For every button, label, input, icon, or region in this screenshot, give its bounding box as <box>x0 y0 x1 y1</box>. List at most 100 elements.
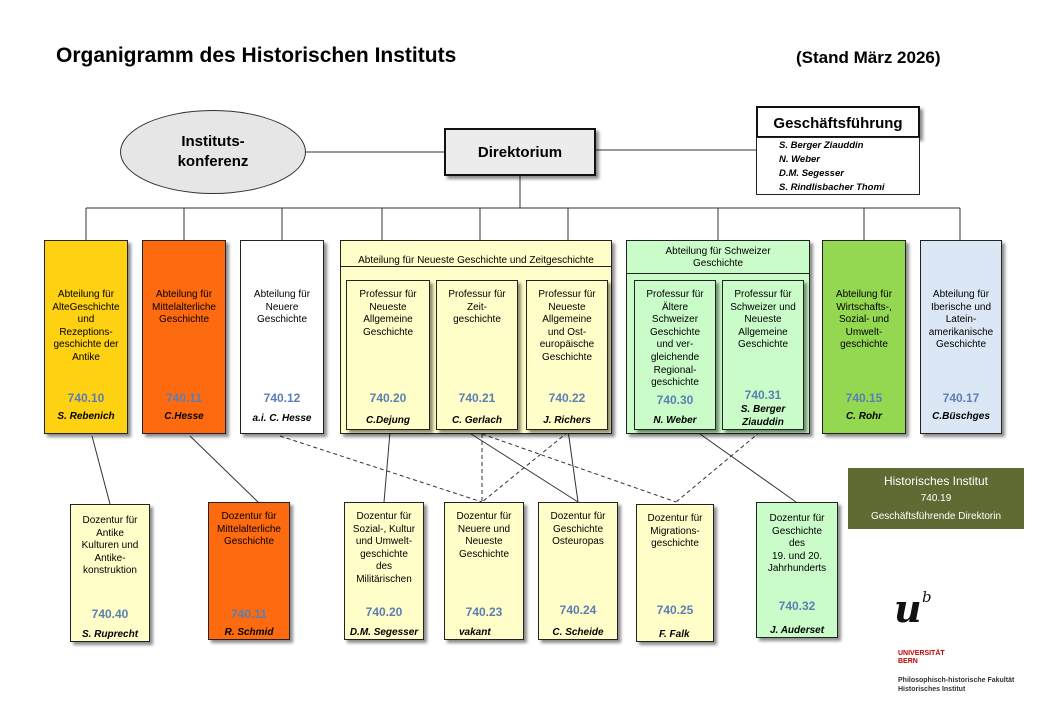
unit-person: C.Hesse <box>164 411 204 422</box>
unit-code: 740.15 <box>845 391 883 405</box>
dozentur-person: D.M. Segesser <box>349 627 419 638</box>
hi-role: Geschäftsführende Direktorin <box>870 511 1002 522</box>
gf-member: D.M. Segesser <box>779 168 844 179</box>
direktorium-box: Direktorium <box>444 128 596 176</box>
geschaeftsfuehrung-title: Geschäftsführung <box>773 115 903 132</box>
link-1020-1020 <box>383 431 391 503</box>
gf-member: N. Weber <box>779 154 821 165</box>
unit-person: S. Rebenich <box>57 411 115 422</box>
dozentur-code: 740.25 <box>656 603 694 617</box>
link-1021-1024 <box>467 431 579 503</box>
unit-code: 740.20 <box>369 391 407 405</box>
unit-person: C.Büschges <box>932 411 990 422</box>
dozentur-code: 740.11 <box>230 607 268 621</box>
unibe-logo-mark: u <box>894 586 922 631</box>
geschaeftsfuehrung-title-box: Geschäftsführung <box>756 106 920 138</box>
unit-person: a.i. C. Hesse <box>252 413 312 424</box>
unibe-logo-superscript: b <box>922 588 932 606</box>
institutskonferenz-line1: Instituts- <box>181 133 245 150</box>
institutskonferenz-line2: konferenz <box>177 153 249 170</box>
unit-code: 740.17 <box>942 391 980 405</box>
gf-member: S. Rindlisbacher Thomi <box>779 182 885 193</box>
link-1022-1024 <box>567 429 579 503</box>
historisches-institut-box: Historisches Institut 740.19 Geschäftsfü… <box>848 468 1024 529</box>
hi-code: 740.19 <box>920 493 952 504</box>
dozentur-person: vakant <box>459 627 491 638</box>
group-neueste-header-rule <box>340 266 612 267</box>
dash-1012-1023 <box>279 435 483 503</box>
dozentur-person: S. Ruprecht <box>81 629 139 640</box>
link-1030-1032 <box>699 433 797 503</box>
unit-person: C. Rohr <box>845 411 883 422</box>
page-title: Organigramm des Historischen Instituts <box>56 44 457 67</box>
unit-person: N. Weber <box>653 415 697 426</box>
stand-date: (Stand März 2026) <box>796 48 941 67</box>
group-neueste-label: Abteilung für Neueste Geschichte und Zei… <box>358 255 594 266</box>
dash-1022-1023 <box>481 431 569 503</box>
dozentur-person: J. Auderset <box>769 625 825 636</box>
geschaeftsfuehrung-members-box: S. Berger Ziauddin N. Weber D.M. Segesse… <box>756 137 920 195</box>
dozentur-person: F. Falk <box>659 629 690 640</box>
dozentur-code: 740.20 <box>365 605 403 619</box>
institutskonferenz-ellipse: Instituts- konferenz <box>120 110 306 194</box>
group-schweizer-label: Abteilung für Schweizer Geschichte <box>665 246 771 269</box>
faculty-label: Philosophisch-historische Fakultät Histo… <box>898 677 1015 693</box>
direktorium-label: Direktorium <box>477 144 563 161</box>
link-1011-1011 <box>189 435 259 503</box>
dozentur-code: 740.32 <box>778 599 816 613</box>
dozentur-person: R. Schmid <box>224 627 274 638</box>
unit-person: J. Richers <box>543 415 591 426</box>
unit-code: 740.21 <box>458 391 496 405</box>
link-1040-1040 <box>91 435 111 505</box>
dash-1021-1025 <box>481 433 677 503</box>
dozentur-code: 740.40 <box>91 607 129 621</box>
unit-code: 740.30 <box>656 393 694 407</box>
group-schweizer-header: Abteilung für Schweizer Geschichte <box>627 241 809 274</box>
dozentur-code: 740.23 <box>465 605 503 619</box>
unibe-wordmark: UNIVERSITÄT BERN <box>898 650 945 665</box>
hi-name: Historisches Institut <box>883 474 989 488</box>
unit-code: 740.11 <box>165 391 203 405</box>
unit-code: 740.12 <box>263 391 301 405</box>
unit-code: 740.22 <box>548 391 586 405</box>
unit-person: C.Dejung <box>366 415 410 426</box>
unit-person: C. Gerlach <box>451 415 503 426</box>
unit-code: 740.31 <box>744 388 782 402</box>
gf-member: S. Berger Ziauddin <box>779 140 864 151</box>
